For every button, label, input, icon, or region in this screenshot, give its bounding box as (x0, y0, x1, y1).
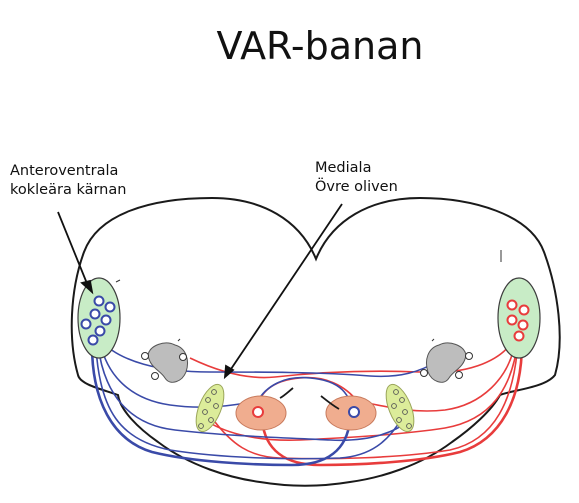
dendrite-stroke (279, 387, 294, 399)
red-thick-path (260, 341, 524, 467)
neuron-cell (151, 372, 159, 380)
red-path (211, 341, 519, 460)
red-path (361, 337, 517, 412)
left-cochlear-cells (80, 295, 116, 346)
label-line: Anteroventrala (10, 163, 119, 179)
arrowhead (223, 364, 235, 380)
left-medial-olive-neuron (252, 406, 264, 418)
brainstem-outline (70, 196, 561, 487)
neuron-cell (396, 417, 402, 423)
neuron-cell (465, 352, 473, 360)
neuron-cell (87, 334, 99, 346)
trapezoid-cells (141, 352, 473, 380)
neuron-cell (393, 389, 399, 395)
label-medial-superior-olive: Mediala Övre oliven (315, 159, 398, 197)
blue-path (255, 376, 353, 413)
neuron-cell (205, 397, 211, 403)
neuron-cell (406, 423, 412, 429)
right-cochlear-cells (506, 299, 530, 342)
neuron-cell (517, 319, 529, 331)
left-lateral-olive (195, 383, 225, 433)
tick-mark (431, 338, 435, 342)
right-lateral-olive (385, 383, 415, 433)
red-pathways (189, 334, 519, 460)
left-cochlear-nucleus (77, 277, 121, 359)
arrow-to-cochlear-nucleus (57, 211, 89, 287)
label-line: Mediala (315, 160, 372, 176)
neuron-cell (80, 318, 92, 330)
neuron-cell (455, 371, 463, 379)
neuron-cell (518, 304, 530, 316)
right-medial-olive-neuron (348, 406, 360, 418)
blue-path (95, 347, 403, 460)
blue-path (99, 339, 441, 378)
label-anteroventral-cochlear-nucleus: Anteroventrala kokleära kärnan (10, 162, 126, 200)
blue-path (99, 341, 253, 408)
blue-path (97, 344, 411, 442)
neuron-cell (141, 352, 149, 360)
neuron-cell (93, 295, 105, 307)
tick-mark (177, 338, 181, 342)
neuron-cell (179, 353, 187, 361)
blue-pathways (95, 339, 441, 460)
right-cochlear-nucleus (497, 277, 541, 359)
neuron-cell (208, 417, 214, 423)
lateral-olive-cells (198, 389, 412, 429)
label-line: Övre oliven (315, 179, 398, 195)
neuron-cell (213, 403, 219, 409)
dendrite-stroke (320, 395, 340, 410)
arrow-to-medial-olive (228, 203, 343, 373)
neuron-cell (100, 314, 112, 326)
label-line: kokleära kärnan (10, 182, 127, 198)
right-trapezoid-nucleus (425, 342, 467, 383)
left-trapezoid-nucleus (147, 342, 189, 383)
neuron-cell (104, 301, 116, 313)
neuron-cell (198, 423, 204, 429)
neuron-cell (420, 369, 428, 377)
neuron-cell (399, 397, 405, 403)
neuron-cell (513, 330, 525, 342)
neuron-cell (202, 409, 208, 415)
neuron-cell (391, 403, 397, 409)
blue-thick-path (90, 344, 354, 467)
tick-mark (115, 279, 121, 283)
slide-title: VAR-banan (216, 24, 424, 68)
neuron-cell (506, 314, 518, 326)
neuron-cell (506, 299, 518, 311)
arrowhead (80, 279, 94, 295)
neuron-cell (94, 325, 106, 337)
neuron-cell (89, 308, 101, 320)
annotation-arrows (57, 203, 343, 380)
neuron-cell (402, 409, 408, 415)
neuron-cell (211, 389, 217, 395)
red-path (189, 334, 517, 379)
